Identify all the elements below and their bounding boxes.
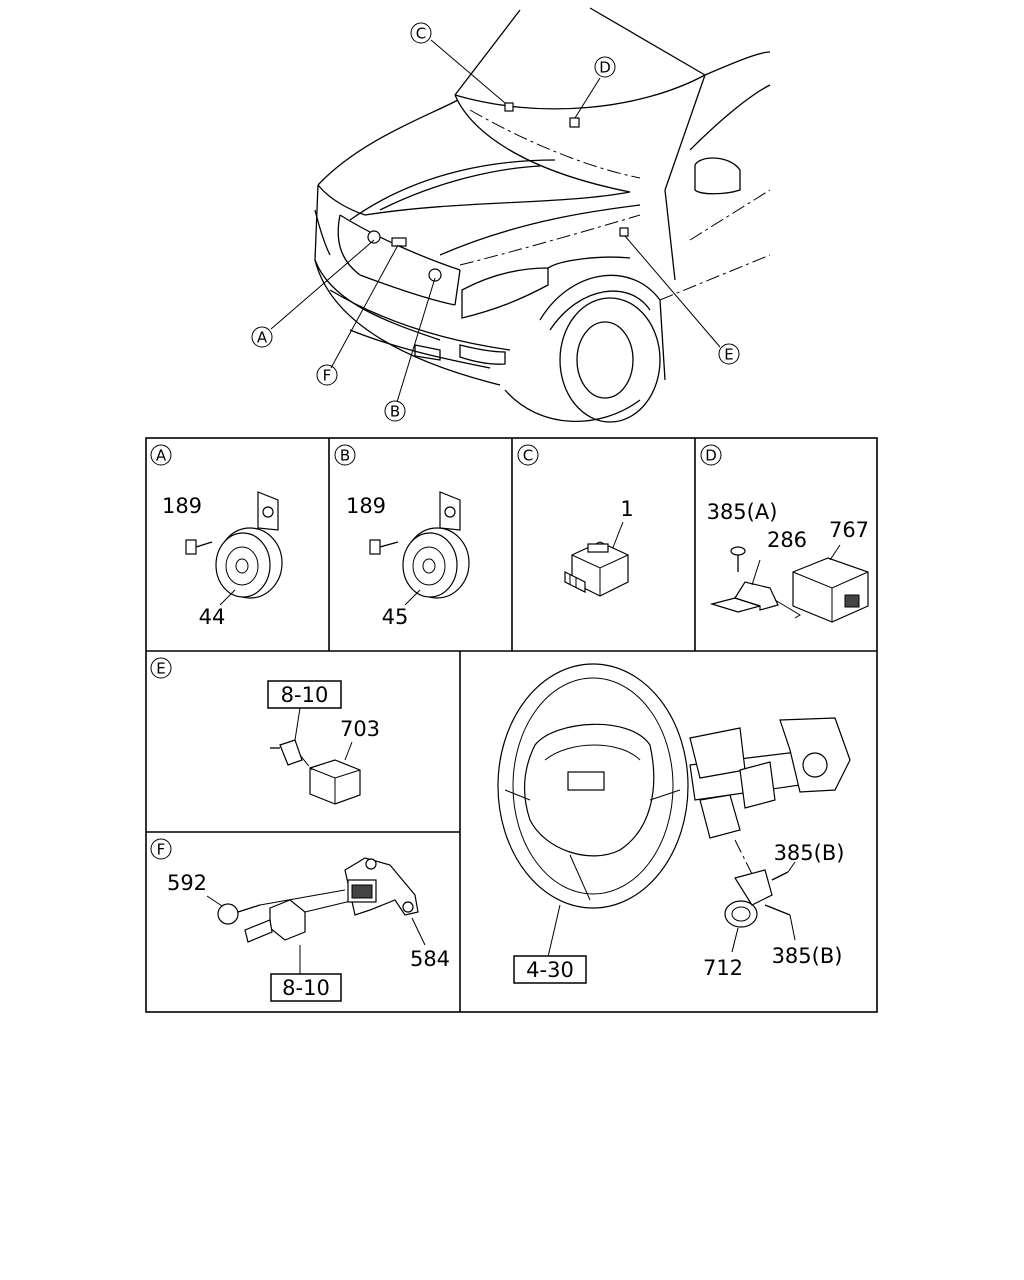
svg-text:A: A: [156, 447, 167, 465]
bolt-label: 189: [162, 494, 202, 518]
module-label: 767: [829, 518, 869, 542]
svg-text:B: B: [340, 447, 350, 465]
horn: [215, 491, 283, 599]
relay: [270, 739, 361, 805]
steering-column: [689, 717, 851, 881]
callout-f: F: [316, 364, 338, 386]
svg-text:F: F: [157, 841, 166, 859]
panel-c: C 1: [517, 444, 634, 597]
bracket: [344, 857, 426, 946]
horn-label: 44: [199, 605, 226, 629]
horn: [402, 491, 470, 599]
module: [774, 544, 869, 623]
callout-d: D: [594, 56, 616, 78]
bolt-label: 592: [167, 871, 207, 895]
reference-box: [513, 955, 587, 984]
bolt-label: 189: [346, 494, 386, 518]
clock-spring-label: 712: [703, 956, 743, 980]
callout-e: E: [718, 343, 740, 365]
horn-label: 45: [382, 605, 409, 629]
vehicle-illustration: [270, 7, 771, 423]
svg-text:A: A: [257, 329, 268, 347]
svg-text:E: E: [156, 660, 165, 678]
svg-text:D: D: [599, 59, 611, 77]
bolt: [206, 895, 261, 925]
screw-label: 385(A): [707, 500, 778, 524]
panel-steering: 385(B) 385(B) 712 4-30: [497, 663, 851, 984]
panel-b: B 189 45: [334, 444, 470, 629]
connector: [244, 889, 356, 974]
clock-spring: [724, 861, 796, 953]
bolt: [369, 539, 399, 555]
callout-c: C: [410, 22, 432, 44]
detail-grid: [145, 437, 878, 1013]
relay-label: 703: [340, 717, 380, 741]
screw: [730, 546, 746, 572]
panel-f: F 592 584 8-10: [150, 838, 450, 1002]
bolt: [185, 539, 213, 555]
bracket-label: 584: [410, 947, 450, 971]
svg-text:E: E: [724, 346, 733, 364]
reference-label: 8-10: [281, 683, 329, 707]
panel-d: D 385(A) 286 767: [700, 444, 869, 623]
svg-text:C: C: [523, 447, 533, 465]
relay-label: 1: [620, 497, 633, 521]
svg-text:C: C: [416, 25, 426, 43]
screw-label-top: 385(B): [774, 841, 845, 865]
screw-label-bottom: 385(B): [772, 944, 843, 968]
svg-text:F: F: [323, 367, 332, 385]
steering-wheel: [497, 663, 689, 958]
callout-a: A: [251, 326, 273, 348]
reference-box: [267, 680, 342, 709]
callout-b: B: [384, 400, 406, 422]
bracket: [709, 559, 779, 613]
reference-label: 8-10: [282, 976, 330, 1000]
bracket-label: 286: [767, 528, 807, 552]
panel-e: E 8-10 703: [150, 657, 380, 805]
svg-text:D: D: [705, 447, 717, 465]
panel-a: A 189 44: [150, 444, 283, 629]
relay: [564, 541, 629, 597]
reference-label: 4-30: [526, 958, 574, 982]
reference-box: [270, 973, 342, 1002]
svg-text:B: B: [390, 403, 400, 421]
